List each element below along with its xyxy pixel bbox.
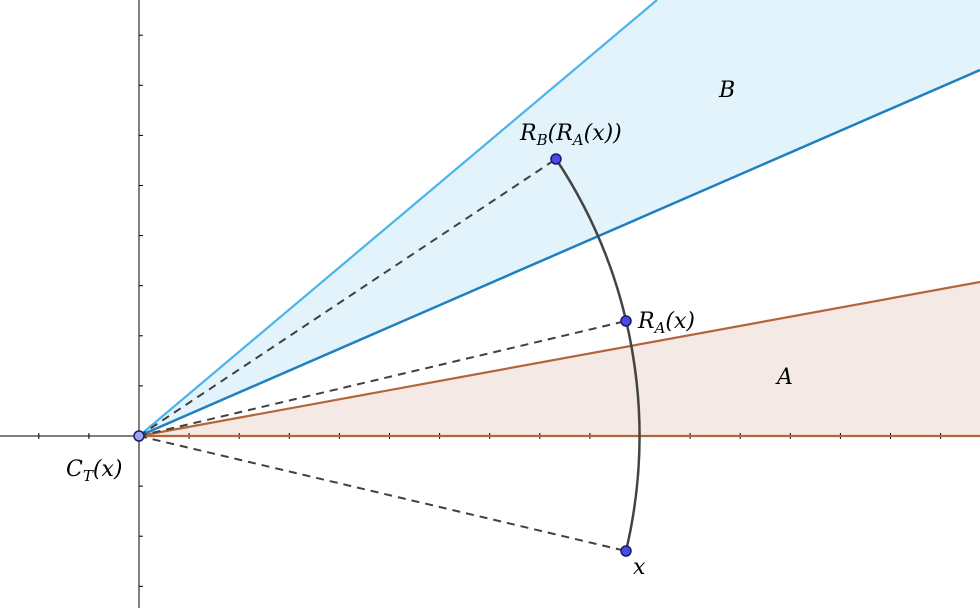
center-label-sub: T (83, 467, 94, 485)
point-x[interactable] (620, 545, 632, 557)
point-ra-label-sub: A (653, 319, 666, 337)
point-x-label: x (633, 555, 646, 580)
point-rbra-label-mid: (R (548, 121, 573, 146)
region-b-lower-ray (138, 68, 980, 438)
region-b-upper-ray (138, 0, 658, 437)
point-ra-label-main: R (637, 309, 655, 334)
point-rbra-label-sub2: A (571, 131, 584, 149)
center-point[interactable] (133, 430, 145, 442)
point-rbra-label-main: R (519, 121, 537, 146)
point-rbra-label-rest: (x)) (584, 121, 622, 146)
point-rbra[interactable] (550, 153, 562, 165)
region-b-fill (139, 0, 980, 436)
center-label: CT(x) (66, 457, 122, 485)
point-ra-label: RA(x) (637, 309, 695, 337)
point-rbra-label-sub1: B (536, 131, 548, 149)
point-ra-label-rest: (x) (665, 309, 695, 334)
region-a-top-ray (138, 280, 980, 438)
dashed-radius-x (138, 435, 627, 552)
point-ra[interactable] (620, 315, 632, 327)
rotation-arc (554, 158, 641, 552)
point-rbra-label: RB(RA(x)) (519, 121, 622, 149)
region-a-label: A (775, 365, 793, 390)
center-label-main: C (66, 457, 83, 482)
region-b-label: B (718, 78, 735, 103)
center-label-rest: (x) (93, 457, 123, 482)
